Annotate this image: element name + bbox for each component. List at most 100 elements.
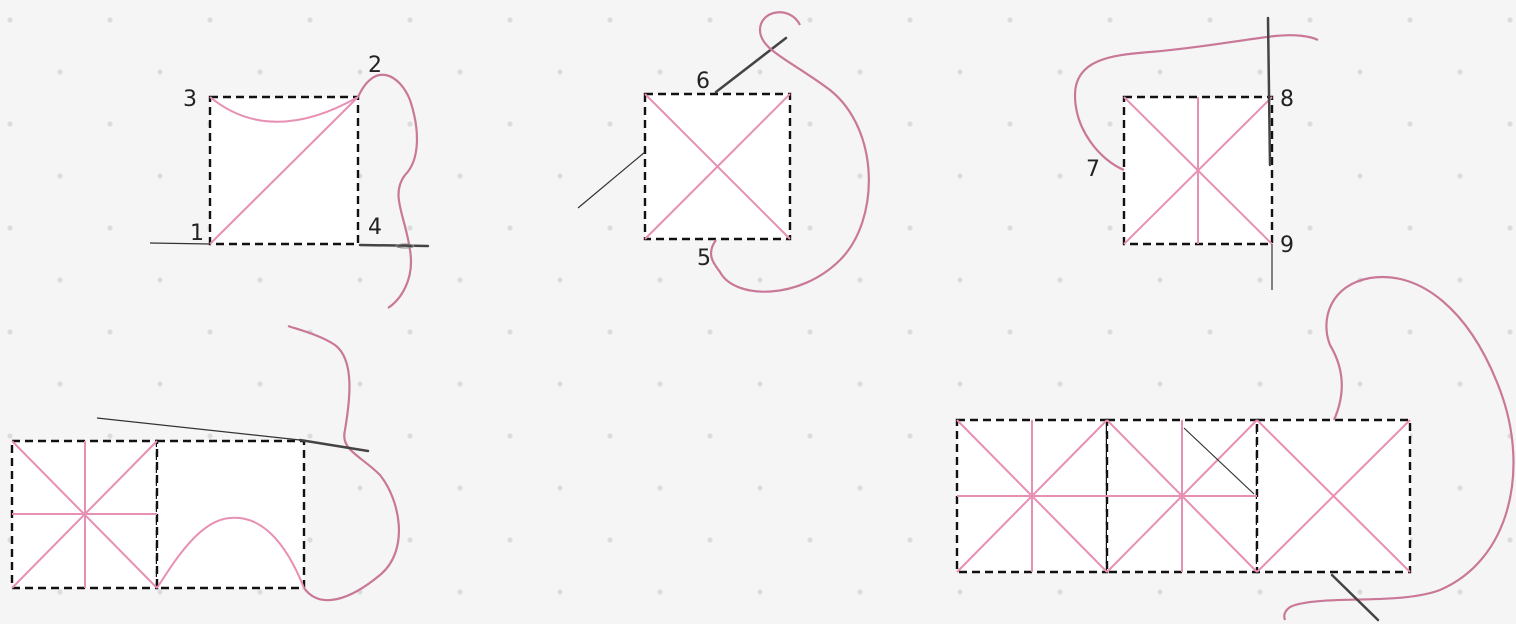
grid-dot — [807, 433, 812, 438]
grid-dot — [107, 17, 112, 22]
grid-dot — [457, 173, 462, 178]
grid-dot — [357, 69, 362, 74]
grid-dot — [657, 589, 662, 594]
grid-dot — [907, 225, 912, 230]
panel-step-7-9: 7 8 9 — [1075, 18, 1318, 290]
grid-dot — [907, 433, 912, 438]
grid-dot — [1057, 277, 1062, 282]
grid-dot — [1357, 173, 1362, 178]
grid-dot — [1507, 537, 1512, 542]
grid-dot — [1507, 121, 1512, 126]
needle — [716, 38, 786, 92]
grid-dot — [857, 381, 862, 386]
grid-dot — [907, 17, 912, 22]
grid-dot — [707, 537, 712, 542]
grid-dot — [1507, 17, 1512, 22]
step-label-6: 6 — [696, 69, 710, 94]
grid-dot — [557, 589, 562, 594]
grid-dot — [557, 485, 562, 490]
grid-dot — [857, 69, 862, 74]
grid-dot — [1507, 225, 1512, 230]
grid-dot — [1007, 17, 1012, 22]
grid-dot — [1057, 69, 1062, 74]
grid-dot — [857, 589, 862, 594]
grid-dot — [157, 277, 162, 282]
needle — [360, 245, 428, 246]
needle — [1332, 575, 1378, 620]
grid-dot — [457, 485, 462, 490]
grid-dot — [407, 329, 412, 334]
grid-dot — [457, 381, 462, 386]
grid-dot — [7, 121, 12, 126]
grid-dot — [207, 433, 212, 438]
grid-dot — [7, 17, 12, 22]
grid-dot — [757, 485, 762, 490]
grid-dot — [857, 277, 862, 282]
grid-dot — [907, 537, 912, 542]
grid-dot — [457, 589, 462, 594]
grid-dot — [157, 381, 162, 386]
grid-dot — [1157, 69, 1162, 74]
grid-dot — [1007, 121, 1012, 126]
grid-dot — [1107, 225, 1112, 230]
grid-dot — [107, 225, 112, 230]
grid-dot — [857, 485, 862, 490]
grid-dot — [757, 69, 762, 74]
grid-dot — [307, 433, 312, 438]
step-label-4: 4 — [368, 215, 382, 240]
grid-dot — [307, 537, 312, 542]
grid-dot — [607, 17, 612, 22]
grid-dot — [957, 381, 962, 386]
grid-dot — [707, 17, 712, 22]
needle-tail — [97, 418, 300, 440]
grid-dot — [507, 17, 512, 22]
step-label-2: 2 — [368, 53, 382, 78]
grid-dot — [357, 277, 362, 282]
grid-dot — [1157, 381, 1162, 386]
grid-dot — [57, 589, 62, 594]
grid-dot — [1357, 589, 1362, 594]
grid-dot — [1457, 277, 1462, 282]
grid-dot — [607, 225, 612, 230]
grid-dot — [807, 121, 812, 126]
grid-dot — [1107, 17, 1112, 22]
fabric-square — [157, 441, 304, 588]
grid-dot — [107, 329, 112, 334]
grid-dot — [807, 537, 812, 542]
grid-dot — [157, 173, 162, 178]
grid-dot — [257, 69, 262, 74]
grid-dot — [1157, 277, 1162, 282]
grid-dot — [957, 173, 962, 178]
grid-dot — [207, 329, 212, 334]
grid-dot — [7, 329, 12, 334]
grid-dot — [1257, 381, 1262, 386]
grid-dot — [1107, 121, 1112, 126]
grid-dot — [607, 329, 612, 334]
grid-dot — [307, 17, 312, 22]
step-label-5: 5 — [697, 246, 711, 271]
grid-dot — [707, 329, 712, 334]
grid-dot — [707, 433, 712, 438]
grid-dot — [407, 225, 412, 230]
grid-dot — [1457, 589, 1462, 594]
grid-dot — [507, 225, 512, 230]
grid-dot — [757, 589, 762, 594]
grid-dot — [257, 277, 262, 282]
grid-dot — [507, 329, 512, 334]
panel-step-1-4: 1 2 3 4 — [150, 53, 428, 308]
panel-step-5-6: 6 5 — [578, 12, 869, 291]
grid-dot — [107, 433, 112, 438]
grid-dot — [1357, 381, 1362, 386]
grid-dot — [557, 277, 562, 282]
grid-dot — [407, 17, 412, 22]
grid-dot — [607, 433, 612, 438]
grid-dot — [1057, 173, 1062, 178]
step-label-9: 9 — [1280, 233, 1294, 258]
grid-dot — [657, 485, 662, 490]
grid-dot — [107, 121, 112, 126]
grid-dot — [407, 433, 412, 438]
grid-dot — [57, 381, 62, 386]
step-label-7: 7 — [1086, 157, 1100, 182]
grid-dot — [1257, 69, 1262, 74]
